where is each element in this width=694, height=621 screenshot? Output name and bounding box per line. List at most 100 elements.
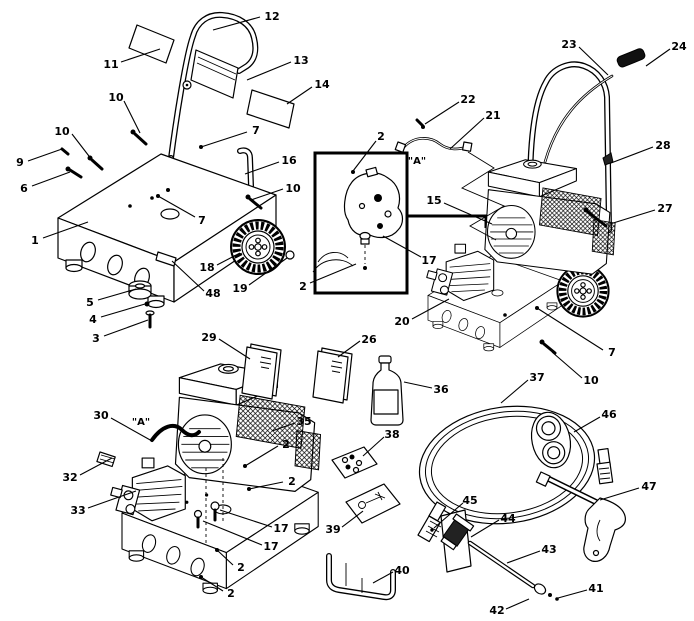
callout-label-11: 11 bbox=[103, 58, 118, 71]
callout-leader-45 bbox=[433, 502, 464, 529]
detail-box bbox=[312, 151, 488, 295]
callout-leader-44 bbox=[470, 519, 500, 538]
handle-assembly bbox=[128, 11, 295, 189]
callout-leader-5 bbox=[97, 288, 137, 301]
coupling-44 bbox=[440, 513, 475, 551]
callout-label-19: 19 bbox=[232, 282, 247, 295]
callout-label-24: 24 bbox=[671, 40, 687, 53]
o-ring-45 bbox=[430, 528, 434, 532]
callout-leader-18 bbox=[216, 252, 241, 266]
complete-unit bbox=[394, 48, 646, 355]
thermal-relief-valve bbox=[359, 231, 371, 270]
callout-leader-36 bbox=[403, 381, 433, 389]
callout-label-35: 35 bbox=[296, 415, 311, 428]
callout-leader-35 bbox=[271, 422, 296, 432]
callout-leader-16 bbox=[244, 161, 280, 175]
callout-label-46: 46 bbox=[601, 408, 617, 421]
callout-leader-17 bbox=[219, 509, 273, 528]
wand-lance bbox=[430, 509, 559, 601]
callout-leader-12 bbox=[212, 16, 261, 31]
callout-leader-10 bbox=[250, 188, 284, 201]
callout-leader-6 bbox=[31, 171, 71, 187]
callout-label-40: 40 bbox=[394, 564, 410, 577]
callout-leader-42 bbox=[505, 598, 530, 610]
nozzle-kit-packet bbox=[331, 446, 378, 479]
nozzle-holder bbox=[530, 411, 572, 469]
callout-leader-17 bbox=[202, 520, 263, 546]
callout-label-7: 7 bbox=[198, 214, 206, 227]
rubber-foot bbox=[128, 280, 155, 329]
accessories bbox=[241, 343, 626, 601]
callout-leader-41 bbox=[557, 589, 588, 599]
callout-leader-21 bbox=[449, 117, 485, 150]
annotation-A-0: "A" bbox=[408, 156, 426, 167]
callout-label-7: 7 bbox=[252, 124, 260, 137]
callout-label-29: 29 bbox=[201, 331, 216, 344]
callout-leader-7 bbox=[536, 307, 604, 351]
callout-label-4: 4 bbox=[89, 313, 97, 326]
callout-leader-32 bbox=[79, 457, 113, 476]
callout-leader-30 bbox=[110, 417, 153, 442]
callout-leader-10 bbox=[551, 351, 583, 379]
callout-label-10: 10 bbox=[54, 125, 70, 138]
callout-label-10: 10 bbox=[583, 374, 599, 387]
callout-leader-24 bbox=[645, 48, 671, 67]
chemical-hose-A bbox=[394, 118, 505, 241]
hose-coupling-left bbox=[417, 501, 447, 543]
callout-leader-40 bbox=[372, 571, 394, 584]
callout-label-21: 21 bbox=[485, 109, 500, 122]
callout-label-3: 3 bbox=[92, 332, 100, 345]
callout-label-48: 48 bbox=[205, 287, 220, 300]
callout-label-2: 2 bbox=[299, 280, 307, 293]
callout-label-38: 38 bbox=[384, 428, 399, 441]
handle-hose bbox=[543, 74, 614, 164]
callout-label-12: 12 bbox=[264, 10, 279, 23]
callout-leader-4 bbox=[100, 303, 146, 318]
annotation-A-1: "A" bbox=[132, 417, 150, 428]
callout-label-22: 22 bbox=[460, 93, 475, 106]
callout-leader-10 bbox=[71, 133, 93, 161]
callout-leader-10 bbox=[123, 100, 141, 134]
callout-leader-2 bbox=[216, 549, 234, 566]
callout-label-10: 10 bbox=[285, 182, 301, 195]
callout-leader-15 bbox=[443, 202, 493, 225]
callout-label-16: 16 bbox=[281, 154, 297, 167]
callout-label-47: 47 bbox=[641, 480, 656, 493]
callout-label-14: 14 bbox=[314, 78, 330, 91]
callout-leader-29 bbox=[218, 338, 251, 360]
callout-leader-2 bbox=[200, 576, 224, 592]
callout-leader-1 bbox=[42, 221, 89, 239]
callout-label-27: 27 bbox=[657, 202, 672, 215]
callout-label-10: 10 bbox=[108, 91, 124, 104]
panel-13 bbox=[190, 49, 239, 99]
hub-cap-nut bbox=[285, 250, 295, 260]
callout-label-2: 2 bbox=[377, 130, 385, 143]
callout-label-37: 37 bbox=[529, 371, 544, 384]
callout-leader-2 bbox=[248, 481, 284, 490]
high-pressure-hose bbox=[417, 405, 614, 543]
callout-label-17: 17 bbox=[421, 254, 436, 267]
callout-leader-33 bbox=[87, 490, 137, 509]
callout-leader-3 bbox=[103, 319, 149, 337]
tip-nut bbox=[533, 583, 547, 595]
callout-label-17: 17 bbox=[273, 522, 288, 535]
handle-bracket bbox=[326, 553, 396, 601]
callout-label-28: 28 bbox=[655, 139, 670, 152]
callout-leader-7 bbox=[200, 131, 248, 148]
callout-leader-26 bbox=[337, 340, 361, 358]
callout-leader-27 bbox=[609, 209, 656, 225]
wheel bbox=[231, 220, 285, 274]
callout-label-45: 45 bbox=[462, 494, 477, 507]
callout-label-26: 26 bbox=[361, 333, 377, 346]
engine-pump-assembly bbox=[96, 363, 322, 595]
callout-leader-17 bbox=[382, 235, 422, 258]
callout-leader-2 bbox=[244, 445, 279, 467]
callout-leader-19 bbox=[248, 257, 288, 286]
callout-leader-2 bbox=[352, 140, 377, 172]
hose-coupling-right bbox=[596, 448, 614, 485]
label-plate-11 bbox=[128, 24, 175, 64]
callout-label-20: 20 bbox=[394, 315, 410, 328]
